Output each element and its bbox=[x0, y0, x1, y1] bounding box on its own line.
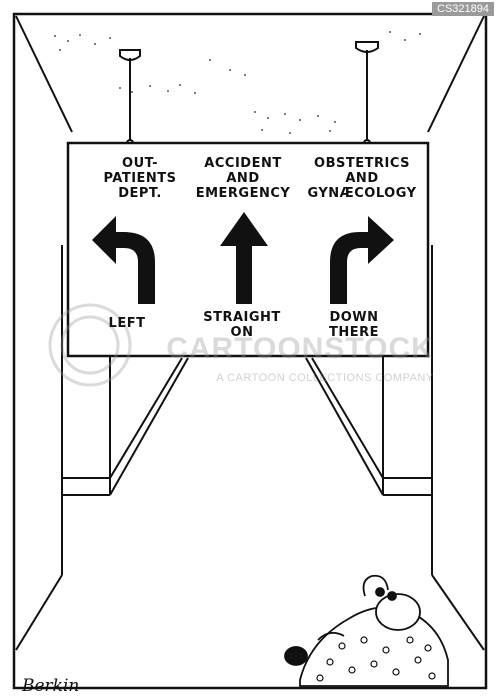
watermark-emblem bbox=[48, 303, 132, 387]
crawling-character bbox=[284, 574, 449, 687]
right-turn-arrow bbox=[330, 216, 394, 304]
corridor-walls bbox=[15, 245, 485, 651]
sign-heading-obstetrics: OBSTETRICS AND GYNÆCOLOGY bbox=[307, 156, 417, 201]
ceiling-texture bbox=[54, 31, 421, 134]
artist-signature: Berkin bbox=[22, 676, 80, 696]
sign-heading-emergency: ACCIDENT AND EMERGENCY bbox=[195, 156, 291, 201]
watermark-tagline: A CARTOON COLLECTIONS COMPANY bbox=[216, 372, 434, 384]
ceiling-lines bbox=[15, 15, 485, 133]
sign-heading-outpatients: OUT- PATIENTS DEPT. bbox=[103, 156, 177, 201]
sign-direction-left: LEFT bbox=[108, 316, 146, 331]
sign-direction-down: DOWN THERE bbox=[328, 310, 380, 340]
sign-direction-straight: STRAIGHT ON bbox=[203, 310, 281, 340]
sign-hangers bbox=[119, 41, 379, 147]
left-turn-arrow bbox=[92, 216, 155, 304]
watermark-id: CS321894 bbox=[432, 2, 494, 16]
straight-arrow bbox=[220, 212, 268, 304]
watermark-brand: CARTOONSTOCK bbox=[166, 332, 434, 365]
